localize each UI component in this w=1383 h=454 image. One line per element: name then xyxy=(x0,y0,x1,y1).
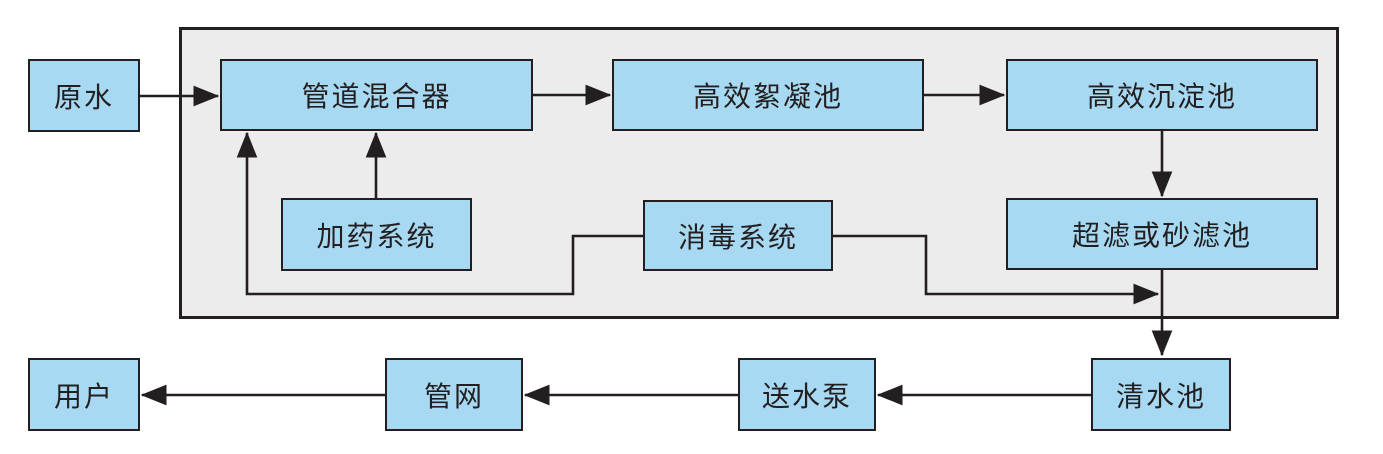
node-disinfection-system: 消毒系统 xyxy=(643,200,833,271)
node-flocculation-tank: 高效絮凝池 xyxy=(612,59,924,131)
node-water-supply-pump: 送水泵 xyxy=(738,358,876,431)
node-raw-water: 原水 xyxy=(28,59,140,132)
node-filter-tank: 超滤或砂滤池 xyxy=(1006,198,1318,270)
node-users: 用户 xyxy=(28,358,140,431)
node-clear-water-tank: 清水池 xyxy=(1091,358,1231,431)
node-pipeline-mixer: 管道混合器 xyxy=(220,59,533,131)
node-sedimentation-tank: 高效沉淀池 xyxy=(1006,59,1318,131)
node-pipe-network: 管网 xyxy=(385,358,523,431)
node-dosing-system: 加药系统 xyxy=(281,198,472,271)
